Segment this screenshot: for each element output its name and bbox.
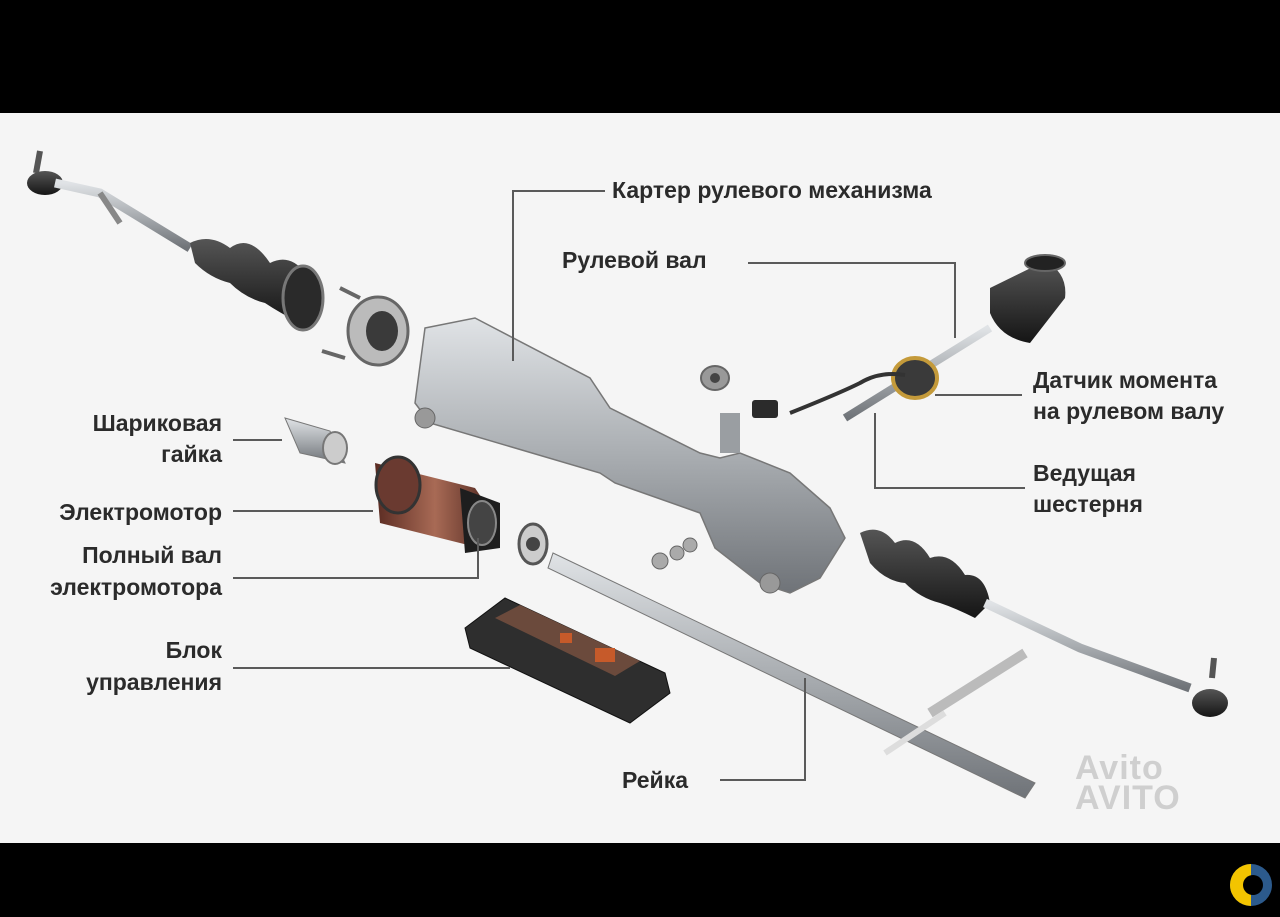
label-control-unit-line1: Блок: [165, 637, 222, 663]
label-ball-nut-line1: Шариковая: [92, 410, 222, 436]
label-control-unit-line2: управления: [86, 669, 222, 695]
label-housing: Картер рулевого механизма: [612, 177, 932, 203]
leader-hollow-shaft: [233, 538, 479, 579]
label-steering-shaft: Рулевой вал: [562, 247, 707, 273]
avito-watermark: Avito AVITO: [1075, 749, 1181, 817]
diagram-panel: Картер рулевого механизма Рулевой вал Да…: [0, 113, 1280, 843]
fasteners: [651, 537, 698, 570]
control-unit: [464, 597, 671, 724]
steering-rack-exploded-view: [27, 150, 1228, 799]
label-ball-nut-line2: гайка: [161, 441, 222, 467]
label-torque-sensor-line2: на рулевом валу: [1033, 398, 1225, 424]
steering-housing: [414, 317, 846, 594]
left-boot: [190, 239, 325, 332]
leader-housing: [512, 190, 605, 361]
label-pinion-line2: шестерня: [1033, 491, 1143, 517]
label-rack: Рейка: [622, 767, 689, 793]
left-tie-rod: [27, 150, 193, 252]
label-hollow-shaft-line1: Полный вал: [82, 542, 222, 568]
label-hollow-shaft-line2: электромотора: [50, 574, 222, 600]
leader-rack: [720, 678, 806, 781]
electric-motor: [374, 455, 500, 553]
rack-bar: [547, 552, 1036, 799]
leader-pinion: [874, 413, 1025, 489]
label-motor: Электромотор: [59, 499, 222, 525]
bearing-ring: [321, 286, 410, 367]
motor-bearing: [517, 522, 549, 566]
label-pinion-line1: Ведущая: [1033, 460, 1136, 486]
yellow-blue-circle-logo-icon: [1230, 864, 1272, 906]
torque-sensor-assembly: [752, 324, 993, 422]
right-tie-rod: [983, 598, 1228, 717]
watermark-line1: Avito: [1075, 749, 1164, 787]
leader-steering-shaft: [748, 262, 956, 338]
top-boot: [990, 254, 1066, 343]
small-nut: [700, 365, 730, 391]
ball-nut: [284, 417, 348, 465]
watermark-line2: AVITO: [1075, 779, 1181, 817]
label-torque-sensor-line1: Датчик момента: [1033, 367, 1218, 393]
right-boot: [860, 529, 990, 618]
